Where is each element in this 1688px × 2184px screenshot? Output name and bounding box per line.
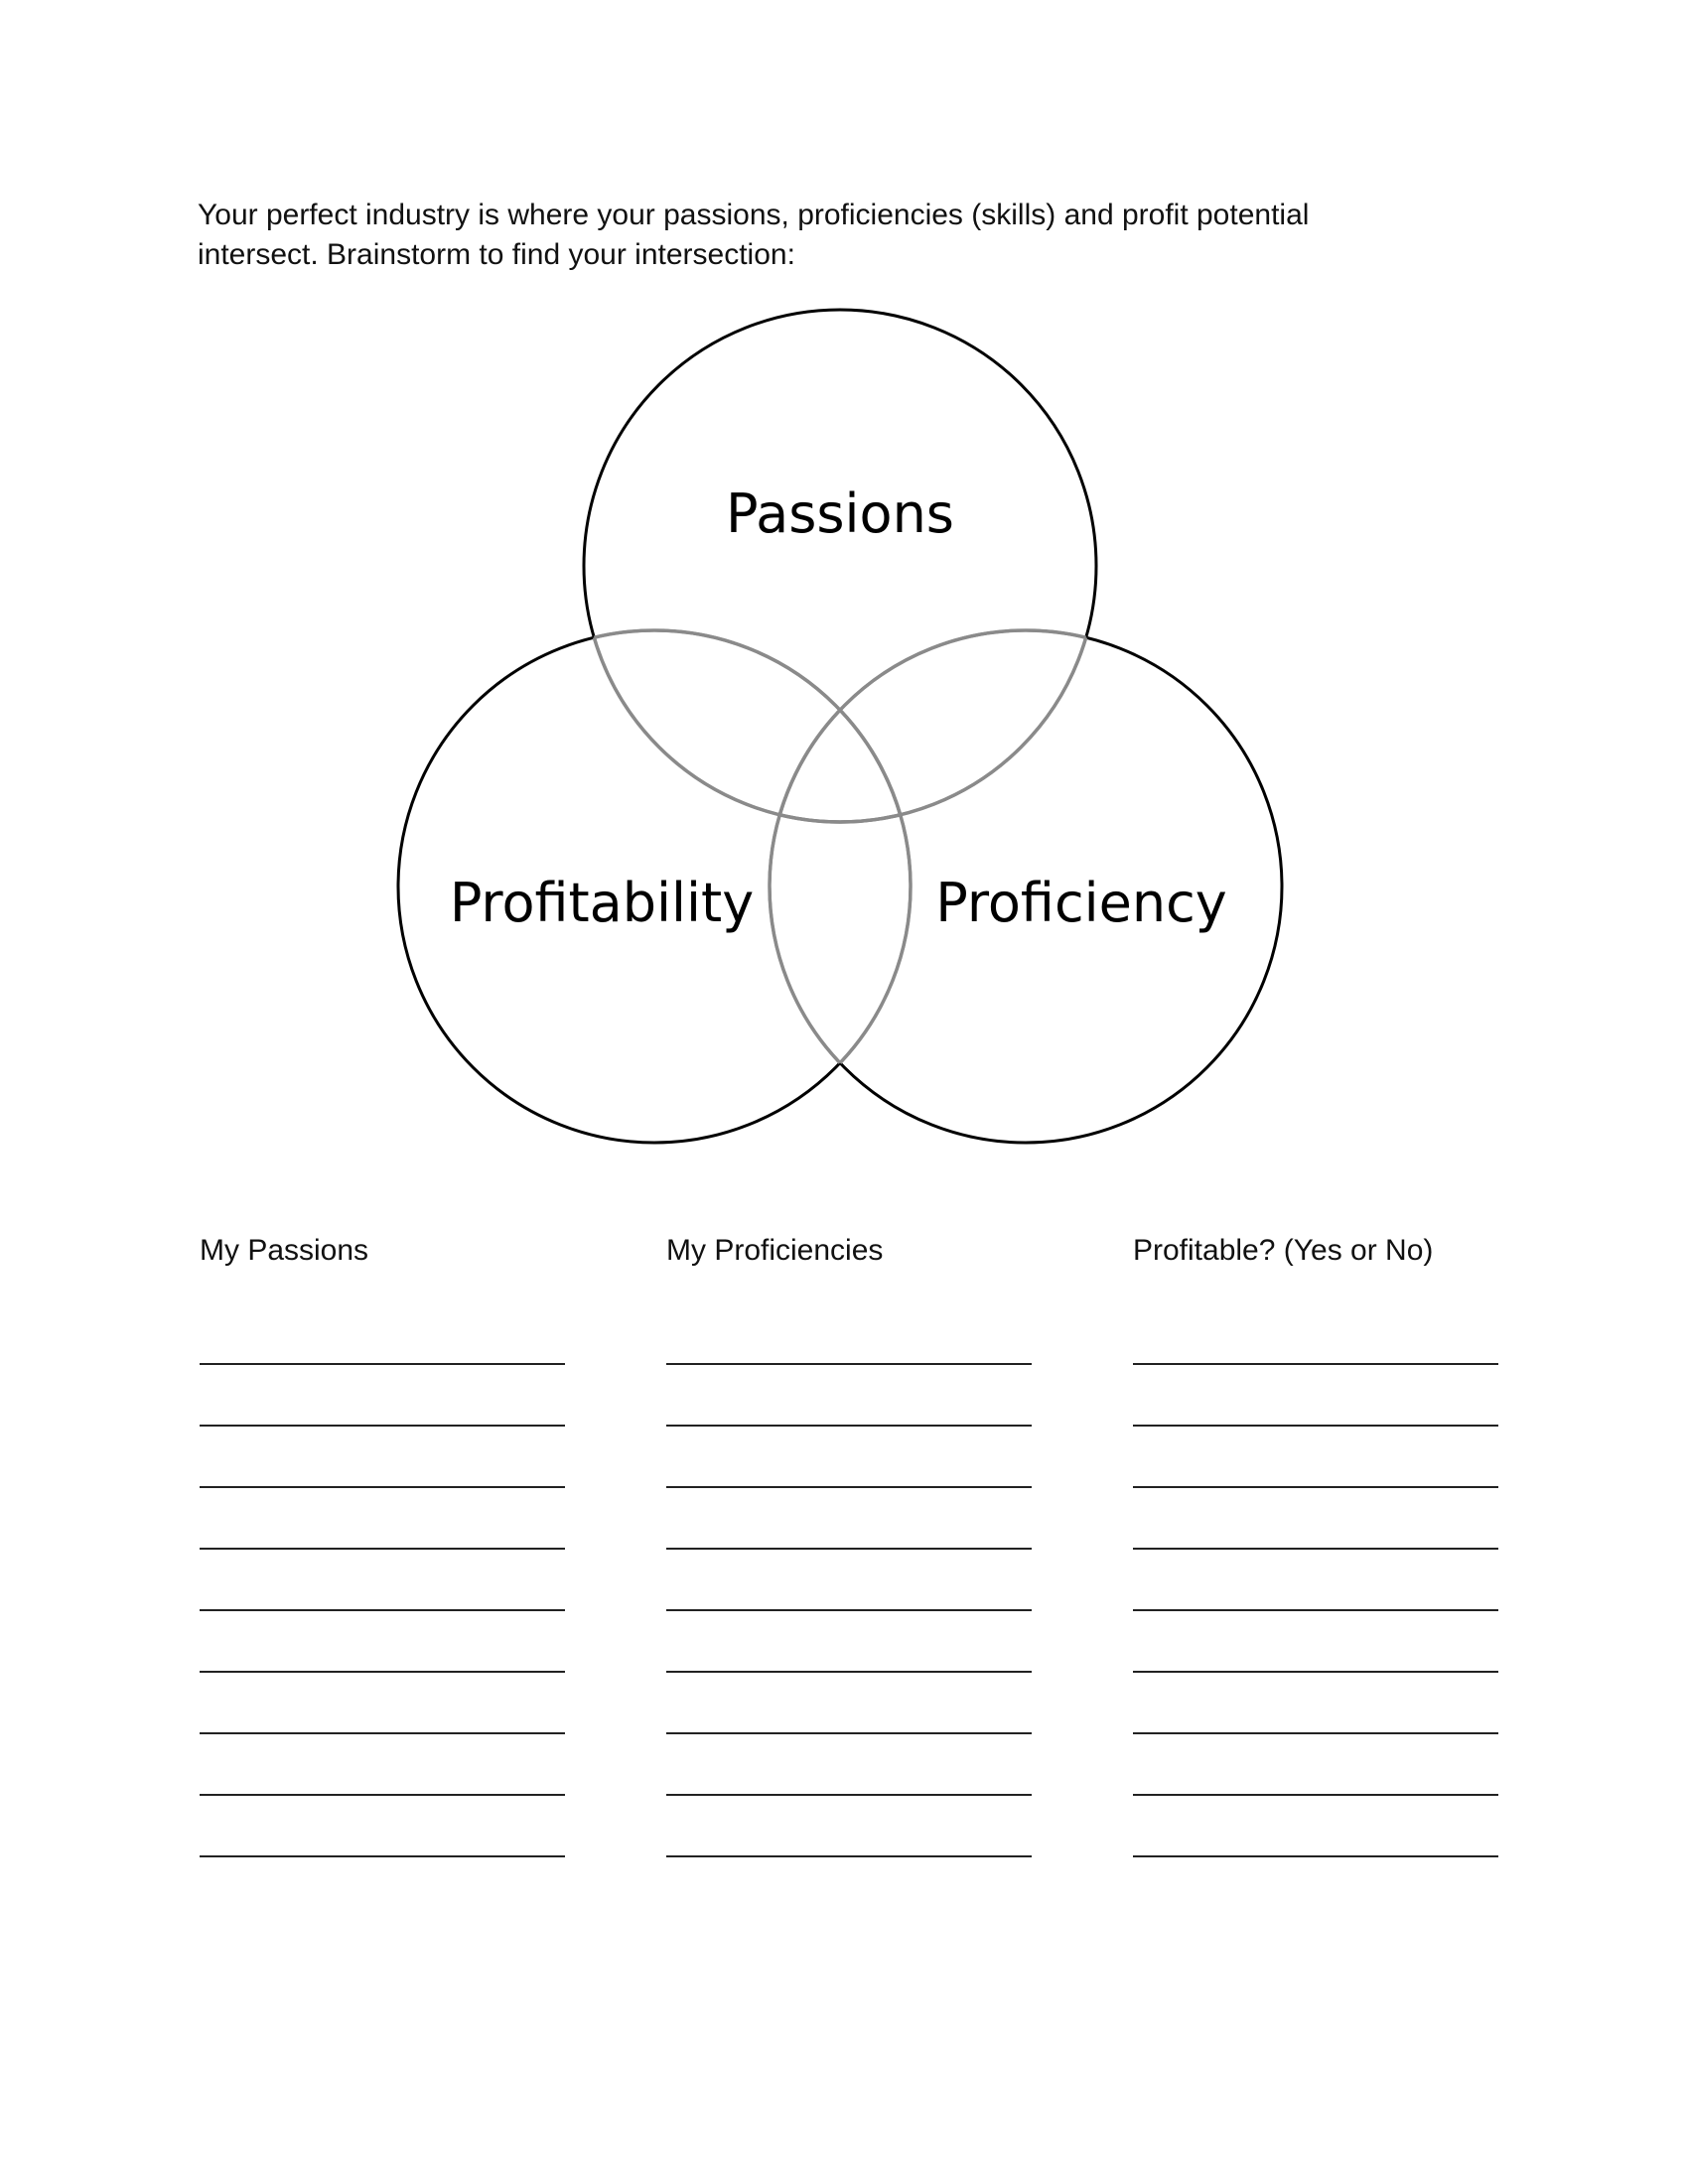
my-proficiencies-heading: My Proficiencies (666, 1234, 884, 1267)
writing-line[interactable] (666, 1425, 1032, 1427)
writing-line[interactable] (1133, 1425, 1498, 1427)
writing-line[interactable] (1133, 1855, 1498, 1857)
writing-line[interactable] (200, 1732, 565, 1734)
writing-line[interactable] (1133, 1609, 1498, 1611)
writing-line[interactable] (1133, 1794, 1498, 1796)
profitable-lines (1133, 0, 1500, 2184)
writing-line[interactable] (200, 1548, 565, 1550)
my-passions-heading: My Passions (200, 1234, 369, 1267)
profitability-label: Profitability (450, 872, 754, 934)
writing-line[interactable] (666, 1363, 1032, 1365)
proficiencies-lines (666, 0, 1034, 2184)
writing-line[interactable] (1133, 1732, 1498, 1734)
intro-line-2: intersect. Brainstorm to find your inter… (198, 238, 795, 271)
writing-line[interactable] (1133, 1486, 1498, 1488)
passions-lines (200, 0, 567, 2184)
venn-diagram: Passions Profitability Proficiency (396, 308, 1284, 1145)
writing-line[interactable] (1133, 1671, 1498, 1673)
writing-line[interactable] (1133, 1548, 1498, 1550)
writing-line[interactable] (666, 1794, 1032, 1796)
writing-line[interactable] (666, 1671, 1032, 1673)
proficiency-label: Proficiency (935, 872, 1226, 934)
writing-line[interactable] (200, 1363, 565, 1365)
intro-text: Your perfect industry is where your pass… (198, 196, 1488, 275)
writing-line[interactable] (666, 1548, 1032, 1550)
writing-line[interactable] (666, 1732, 1032, 1734)
writing-line[interactable] (666, 1855, 1032, 1857)
overlap-outlines (582, 628, 1098, 1143)
writing-line[interactable] (200, 1855, 565, 1857)
writing-line[interactable] (666, 1609, 1032, 1611)
writing-line[interactable] (200, 1671, 565, 1673)
profitable-heading: Profitable? (Yes or No) (1133, 1234, 1434, 1267)
writing-line[interactable] (200, 1486, 565, 1488)
writing-line[interactable] (200, 1794, 565, 1796)
writing-line[interactable] (1133, 1363, 1498, 1365)
writing-line[interactable] (200, 1609, 565, 1611)
passions-label: Passions (726, 482, 954, 545)
writing-line[interactable] (200, 1425, 565, 1427)
writing-line[interactable] (666, 1486, 1032, 1488)
intro-line-1: Your perfect industry is where your pass… (198, 199, 1310, 231)
